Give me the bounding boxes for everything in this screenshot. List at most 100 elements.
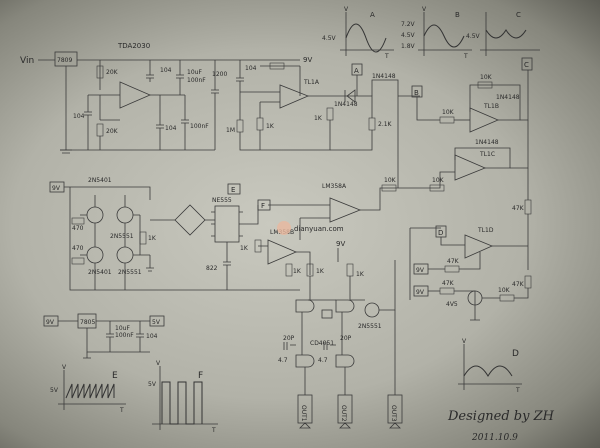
wave-f-v-axis: V xyxy=(156,360,161,367)
t4-label: 2N5551 xyxy=(118,269,142,276)
waveform-a: V T A 4.5V xyxy=(322,6,394,60)
resistor-10k-b xyxy=(439,116,455,124)
r4v5-label: 4V5 xyxy=(446,301,458,308)
resistor-470-b xyxy=(71,257,85,265)
c104-b-label: 104 xyxy=(165,125,177,132)
resistor-1m xyxy=(236,119,244,133)
node-e-label: E xyxy=(231,186,235,194)
v5-box xyxy=(149,315,165,327)
r47k-a-label: 47K xyxy=(512,205,525,212)
node-c-label: C xyxy=(524,61,529,69)
resistor-1k-e xyxy=(285,263,293,277)
logic-section: CD4051 1K 2N5551 20P 20P 4.7 4.7 OUT1 OU… xyxy=(278,260,403,429)
out2-label: OUT2 xyxy=(340,405,347,422)
watermark-logo-icon xyxy=(277,221,291,235)
c104-c-label: 104 xyxy=(160,67,172,74)
node-e-box xyxy=(227,183,241,195)
wave-b-v2-label: 4.5V xyxy=(401,32,416,39)
v9-left-label: 9V xyxy=(52,185,61,192)
resistor-47k-a xyxy=(524,199,532,215)
c100-a-label: 100nF xyxy=(187,77,206,84)
waveform-b: V T B 7.2V 4.5V 1.8V xyxy=(401,6,472,60)
c20p-b-label: 20P xyxy=(340,335,352,342)
c104-e-label: 104 xyxy=(146,333,158,340)
resistor-47k-b xyxy=(444,265,460,273)
opamp-tl1d xyxy=(464,234,494,259)
wave-f-label: F xyxy=(198,371,203,381)
resistor-47k-d xyxy=(524,275,532,289)
tl1b-stage: B 10K TL1B 10K 1N4148 C TL1C 1N4148 47K … xyxy=(398,57,533,270)
low-voltage-section: 9V 7805 5V 10uF 100nF 104 xyxy=(43,313,165,359)
reg-low-label: 7805 xyxy=(80,319,95,326)
c100-b-label: 100nF xyxy=(190,123,209,130)
wave-e-label: E xyxy=(112,371,118,381)
wave-b-v1-label: 7.2V xyxy=(401,21,416,28)
r1k-e-label: 1K xyxy=(293,268,302,275)
r10k-a-label: 10K xyxy=(384,177,397,184)
wave-b-v3-label: 1.8V xyxy=(401,43,416,50)
r10k-c-label: 10K xyxy=(480,74,493,81)
c20p-a-label: 20P xyxy=(283,335,295,342)
r2k-label: 2.1K xyxy=(378,121,393,128)
input-section: Vin 7809 TDA2030 20K 20K 104 104 104 10u… xyxy=(20,42,300,154)
r10k-b-label: 10K xyxy=(442,109,455,116)
r1k-c-label: 1K xyxy=(148,235,157,242)
r1m-label: 1M xyxy=(226,127,235,134)
node-a-label: A xyxy=(354,67,359,75)
resistor-1k-a xyxy=(256,117,264,131)
wave-f-v-label: 5V xyxy=(148,381,157,388)
out1-label: OUT1 xyxy=(300,405,307,422)
c10u-b-label: 10uF xyxy=(115,325,130,332)
v9-reg-label: 9V xyxy=(46,319,55,326)
r47-b-label: 4.7 xyxy=(318,357,328,364)
v9-right-label: 9V xyxy=(416,267,425,274)
diode-a-label: 1N4148 xyxy=(334,101,358,108)
wave-a-v-label: 4.5V xyxy=(322,35,337,42)
tda2030-amp xyxy=(119,81,152,109)
r1k-d-label: 1K xyxy=(240,245,249,252)
r47k-c-label: 47K xyxy=(442,280,455,287)
bridge-rectifier xyxy=(174,204,206,236)
opamp-lm358a xyxy=(329,197,362,223)
r1200-label: 1200 xyxy=(212,71,227,78)
v5-label: 5V xyxy=(152,319,161,326)
r1k-a-label: 1K xyxy=(266,123,275,130)
t3-label: 2N5401 xyxy=(88,269,112,276)
opamp-tl1c xyxy=(454,154,487,181)
c822-label: 822 xyxy=(206,265,218,272)
resistor-10k-c xyxy=(477,81,493,89)
waveform-f: V T F 5V xyxy=(148,360,218,434)
wave-c-label: C xyxy=(516,11,521,19)
design-date: 2011.10.9 xyxy=(471,433,518,443)
wave-d-v-axis: V xyxy=(462,338,467,345)
tl1d-label: TL1D xyxy=(477,227,494,234)
wave-f-t-axis: T xyxy=(211,427,216,434)
transistor-t3 xyxy=(86,246,104,264)
resistor-10k-d xyxy=(429,184,445,192)
lm358a-label: LM358A xyxy=(322,183,347,190)
resistor-47k-c xyxy=(439,287,455,295)
watermark: dianyuan.com xyxy=(277,221,344,235)
wave-b-v-axis: V xyxy=(422,6,427,13)
c10u-label: 10uF xyxy=(187,69,202,76)
wave-e-v-axis: V xyxy=(62,364,67,371)
r20k-b-label: 20K xyxy=(106,128,119,135)
gate-b xyxy=(335,299,355,313)
wave-e-t-axis: T xyxy=(119,407,124,414)
reg-in-label: 7809 xyxy=(57,57,72,64)
tl1a-stage: 104 1M TL1A 1K 9V 1K 1N4148 2.1K 1N4148 … xyxy=(226,56,420,151)
gate-c xyxy=(295,354,315,368)
r1k-f-label: 1K xyxy=(316,268,325,275)
c100-c-label: 100nF xyxy=(115,332,134,339)
resistor-2k xyxy=(368,117,376,131)
tl1b-label: TL1B xyxy=(483,103,499,110)
diode-d-label: 1N4148 xyxy=(475,139,499,146)
wave-c-v-label: 4.5V xyxy=(466,33,481,40)
r470-a-label: 470 xyxy=(72,225,84,232)
node-d-label: D xyxy=(438,229,443,237)
wave-a-label: A xyxy=(370,11,375,19)
t5-label: 2N5551 xyxy=(358,323,382,330)
driver-ne555-section: 9V 2N5401 2N5551 2N5401 2N5551 470 470 1… xyxy=(49,177,300,291)
r47-a-label: 4.7 xyxy=(278,357,288,364)
